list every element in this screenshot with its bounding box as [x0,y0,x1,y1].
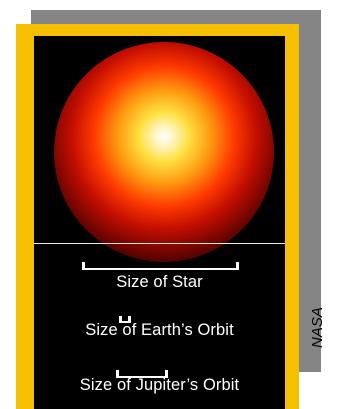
divider-line [34,243,285,244]
earth-orbit-label: Size of Earth’s Orbit [34,321,285,340]
image-panel: Size of Star Size of Earth’s Orbit Size … [34,36,285,409]
jupiter-orbit-label: Size of Jupiter’s Orbit [34,376,285,395]
star-size-label: Size of Star [34,273,285,292]
star-glow [54,42,274,262]
nasa-credit: NASA [309,288,327,348]
